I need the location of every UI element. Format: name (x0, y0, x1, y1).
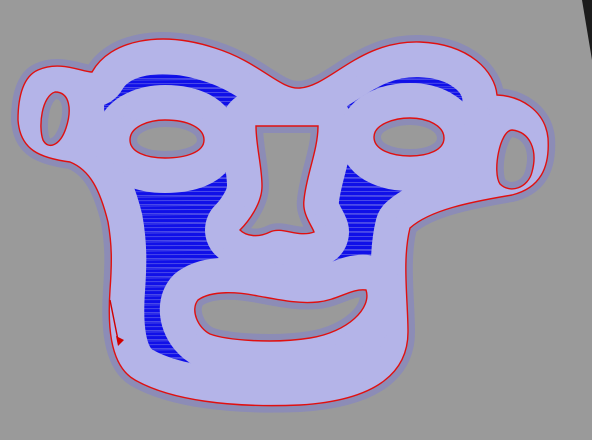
infill-texture-line (10, 33, 560, 35)
infill-texture-line (18, 208, 549, 211)
infill-texture-line (18, 221, 549, 225)
infill-texture-line (18, 325, 549, 328)
leftEar-outer-perimeter (40, 91, 70, 147)
seam-line (109, 299, 119, 341)
infill-texture-line (18, 311, 549, 315)
leftEye-outer-perimeter (129, 119, 205, 159)
infill-texture-line (18, 211, 549, 217)
infill-texture-line (10, 32, 560, 36)
print-start-marker (109, 299, 124, 346)
perimeter-toolpaths (17, 38, 549, 407)
infill-texture-line (18, 39, 549, 40)
infill-texture-line (10, 416, 560, 417)
infill-texture-line (18, 212, 549, 216)
rightEye-outer-perimeter (373, 117, 445, 157)
nose-outer-perimeter (239, 125, 319, 237)
infill-texture-line (18, 329, 549, 333)
rightEar-outer-perimeter (496, 129, 535, 190)
viewport-corner (582, 0, 592, 60)
infill-texture-line (18, 310, 549, 316)
infill-texture-line (18, 41, 549, 45)
infill-texture-line (18, 316, 549, 319)
infill-texture-line (18, 307, 549, 310)
infill-texture-line (18, 328, 549, 334)
mask-outer-perimeter (17, 38, 549, 407)
mouth-outer-perimeter (194, 289, 368, 342)
infill-texture-line (18, 217, 549, 220)
infill-texture-line (18, 320, 549, 324)
infill-texture-line (18, 40, 549, 46)
infill-texture-line (18, 46, 549, 49)
infill-texture-line (10, 29, 560, 30)
infill-texture-line (18, 319, 549, 325)
